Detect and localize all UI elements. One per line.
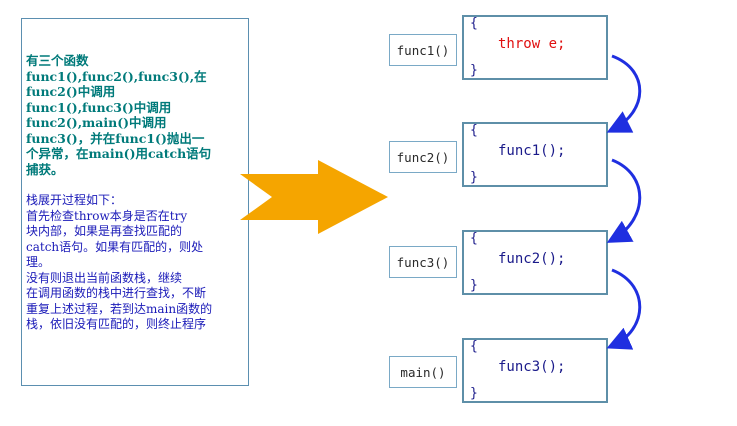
label-func3-text: func3() <box>396 254 450 270</box>
unwind-arrow-1 <box>606 54 642 133</box>
stmt-call-func3: func3(); <box>498 359 566 375</box>
brace-close: } <box>470 386 478 401</box>
label-func3: func3() <box>389 246 457 278</box>
brace-close: } <box>470 278 478 293</box>
note-title: 有三个函数 func1(),func2(),func3(),在 func2()中… <box>26 53 212 177</box>
label-func1: func1() <box>389 34 457 66</box>
label-func2-text: func2() <box>396 149 450 165</box>
label-main: main() <box>389 356 457 388</box>
stack-frame-main: { func3(); } <box>462 338 608 403</box>
stmt-call-func1: func1(); <box>498 143 566 159</box>
brace-close: } <box>470 170 478 185</box>
stmt-call-func2: func2(); <box>498 251 566 267</box>
note-body: 栈展开过程如下： 首先检查throw本身是否在try 块内部，如果是再查找匹配的… <box>26 193 213 331</box>
label-main-text: main() <box>400 364 446 380</box>
brace-close: } <box>470 63 478 78</box>
brace-open: { <box>470 231 478 246</box>
unwind-arrow-2 <box>606 158 642 243</box>
brace-open: { <box>470 123 478 138</box>
unwind-arrow-3 <box>606 268 642 350</box>
stmt-throw: throw e; <box>498 36 566 52</box>
label-func2: func2() <box>389 141 457 173</box>
explanation-note: 有三个函数 func1(),func2(),func3(),在 func2()中… <box>21 18 249 386</box>
stack-frame-func2: { func1(); } <box>462 122 608 187</box>
label-func1-text: func1() <box>396 42 450 58</box>
stack-frame-func1: { throw e; } <box>462 15 608 80</box>
big-right-arrow <box>240 160 388 234</box>
brace-open: { <box>470 339 478 354</box>
stack-frame-func3: { func2(); } <box>462 230 608 295</box>
brace-open: { <box>470 16 478 31</box>
